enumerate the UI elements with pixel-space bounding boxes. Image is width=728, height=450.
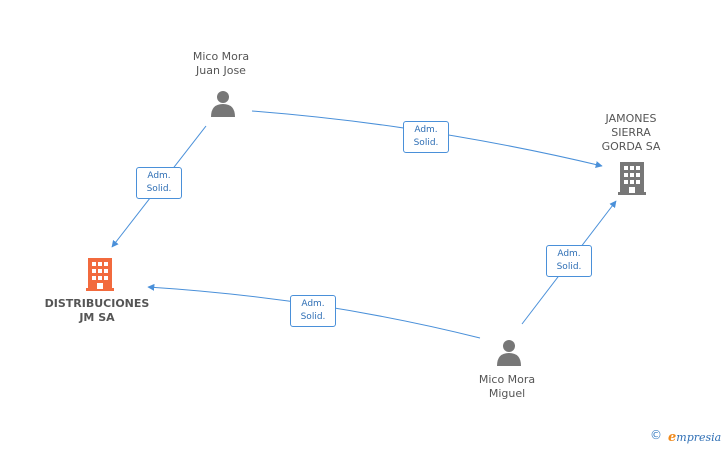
- edge-label-line2: Solid.: [300, 312, 326, 322]
- edge-label-line1: Adm.: [557, 249, 581, 259]
- building-icon: [86, 258, 114, 291]
- edge-label-line1: Adm.: [147, 171, 171, 181]
- edge-label-line2: Solid.: [146, 184, 172, 194]
- node-label-jamones[interactable]: JAMONES SIERRA GORDA SA: [601, 112, 661, 153]
- edge-label-line2: Solid.: [413, 138, 439, 148]
- copyright-symbol: ©: [650, 428, 662, 442]
- edge-label-line1: Adm.: [301, 299, 325, 309]
- edge-label-miguel-distribuciones: Adm. Solid.: [290, 295, 336, 327]
- brand-logo[interactable]: empresia: [668, 430, 721, 445]
- edge-label-miguel-jamones: Adm. Solid.: [546, 245, 592, 277]
- brand-name: mpresia: [676, 431, 722, 444]
- person-icon: [497, 340, 521, 366]
- brand-initial: e: [668, 430, 677, 445]
- edge-label-line2: Solid.: [556, 262, 582, 272]
- node-label-juan-jose[interactable]: Mico Mora Juan Jose: [192, 50, 250, 77]
- edge-label-juan-jose-jamones: Adm. Solid.: [403, 121, 449, 153]
- building-icon: [618, 162, 646, 195]
- person-icon: [211, 91, 235, 117]
- node-label-miguel[interactable]: Mico Mora Miguel: [478, 373, 536, 400]
- edge-label-line1: Adm.: [414, 125, 438, 135]
- edge-label-juan-jose-distribuciones: Adm. Solid.: [136, 167, 182, 199]
- node-label-distribuciones[interactable]: DISTRIBUCIONES JM SA: [44, 297, 150, 324]
